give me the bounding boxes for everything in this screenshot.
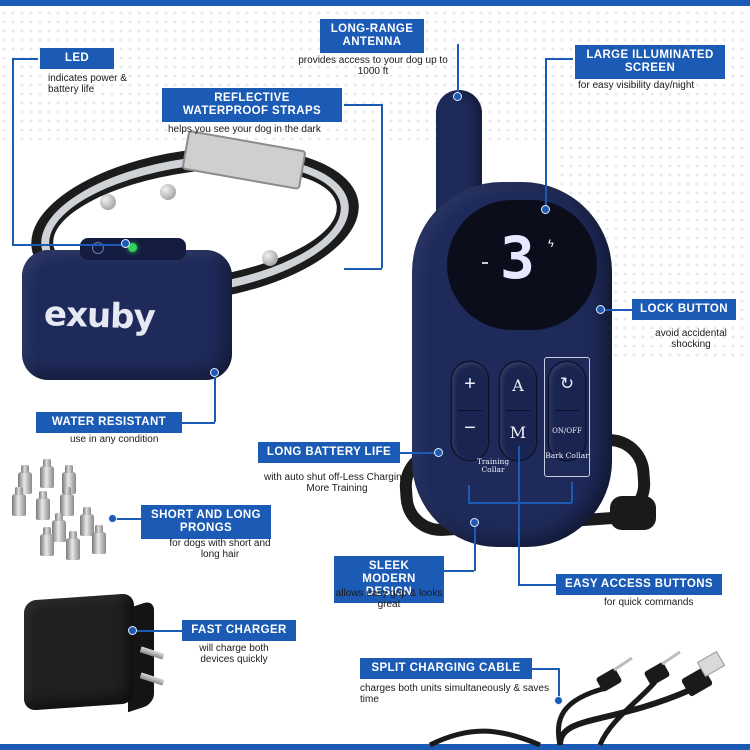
callout-line <box>571 482 573 503</box>
plus-minus-button[interactable] <box>452 362 488 460</box>
prong <box>52 513 66 542</box>
callout-line <box>182 422 215 424</box>
top-accent-bar <box>0 0 750 6</box>
a-label: A <box>512 376 524 395</box>
callout-line <box>400 452 438 454</box>
prong <box>66 531 80 560</box>
m-label: M <box>509 423 527 442</box>
bark-collar-frame <box>544 357 590 477</box>
callout-easy-desc: for quick commands <box>604 597 694 608</box>
minus-label: − <box>464 417 476 439</box>
callout-screen-title: LARGE ILLUMINATED SCREEN <box>575 45 725 79</box>
callout-line <box>558 668 560 698</box>
callout-led-title: LED <box>40 48 114 69</box>
prong <box>92 525 106 554</box>
callout-prongs-desc: for dogs with short and long hair <box>169 538 271 560</box>
strap-rivet <box>262 250 278 266</box>
prong <box>80 507 94 536</box>
callout-cable-title: SPLIT CHARGING CABLE <box>360 658 532 679</box>
bolt-icon: ϟ <box>548 238 554 250</box>
collar-receiver <box>22 250 232 380</box>
callout-battery-desc: with auto shut off-Less Charging, More T… <box>263 472 410 494</box>
strap-rivet <box>160 184 176 200</box>
callout-line <box>457 44 459 94</box>
callout-reflective-desc: helps you see your dog in the dark <box>168 124 321 135</box>
bark-collar-label: Bark Collar <box>545 451 589 460</box>
callout-screen-desc: for easy visibility day/night <box>578 80 695 91</box>
callout-charger-title: FAST CHARGER <box>182 620 296 641</box>
bottom-accent-bar <box>0 744 750 750</box>
prong <box>12 487 26 516</box>
callout-charger-desc: will charge both devices quickly <box>199 643 269 665</box>
callout-antenna-title: LONG-RANGE ANTENNA <box>320 19 424 53</box>
callout-line <box>344 268 382 270</box>
callout-cable-desc: charges both units simultaneously & save… <box>360 683 549 705</box>
callout-line <box>474 522 476 571</box>
strap-rivet <box>100 194 116 210</box>
screen-digit: 3 <box>500 224 535 292</box>
power-icon <box>92 242 104 254</box>
mode-button[interactable] <box>500 362 536 460</box>
callout-prongs-title: SHORT AND LONG PRONGS <box>141 505 271 539</box>
callout-line <box>468 502 572 504</box>
led-indicator <box>128 243 137 252</box>
lock-icon: ↻ <box>559 374 575 393</box>
callout-battery-title: LONG BATTERY LIFE <box>258 442 400 463</box>
callout-dot <box>121 239 130 248</box>
callout-dot <box>128 626 137 635</box>
callout-line <box>518 446 520 584</box>
prong <box>40 527 54 556</box>
callout-line <box>381 104 383 268</box>
callout-line <box>12 58 14 244</box>
callout-line <box>545 58 547 206</box>
callout-dot <box>210 368 219 377</box>
on-off-label: ON/OFF <box>552 427 582 435</box>
callout-dot <box>470 518 479 527</box>
callout-antenna-desc: provides access to your dog up to 1000 f… <box>298 55 448 77</box>
screen-minus-indicator <box>482 262 488 264</box>
remote-screen <box>447 200 597 330</box>
callout-line <box>468 485 470 503</box>
callout-dot <box>434 448 443 457</box>
callout-line <box>344 104 382 106</box>
prong <box>36 491 50 520</box>
callout-line <box>545 58 573 60</box>
callout-line <box>12 58 38 60</box>
callout-sleek-desc: allows easy grip & looks great <box>335 588 443 610</box>
callout-dot <box>453 92 462 101</box>
prong <box>60 487 74 516</box>
callout-line <box>518 584 556 586</box>
callout-dot <box>108 514 117 523</box>
callout-dot <box>541 205 550 214</box>
callout-sleek-title: SLEEK MODERN DESIGN <box>334 556 444 603</box>
callout-line <box>136 630 182 632</box>
callout-water-title: WATER RESISTANT <box>36 412 182 433</box>
callout-line <box>602 309 632 311</box>
callout-line <box>113 518 141 520</box>
training-collar-label: Training Collar <box>476 457 510 474</box>
prong <box>40 459 54 488</box>
callout-lock-desc: avoid accidental shocking <box>655 328 727 350</box>
lanyard-clip <box>610 496 656 530</box>
callout-water-desc: use in any condition <box>70 434 159 445</box>
callout-line <box>12 244 124 246</box>
plus-label: + <box>464 373 476 395</box>
callout-reflective-title: REFLECTIVE WATERPROOF STRAPS <box>162 88 342 122</box>
callout-easy-title: EASY ACCESS BUTTONS <box>556 574 722 595</box>
callout-line <box>214 372 216 422</box>
callout-dot <box>596 305 605 314</box>
lock-onoff-button[interactable] <box>549 362 585 460</box>
callout-line <box>444 570 474 572</box>
callout-lock-title: LOCK BUTTON <box>632 299 736 320</box>
callout-dot <box>554 696 563 705</box>
callout-led-desc: indicates power & battery life <box>48 73 127 95</box>
callout-line <box>532 668 558 670</box>
